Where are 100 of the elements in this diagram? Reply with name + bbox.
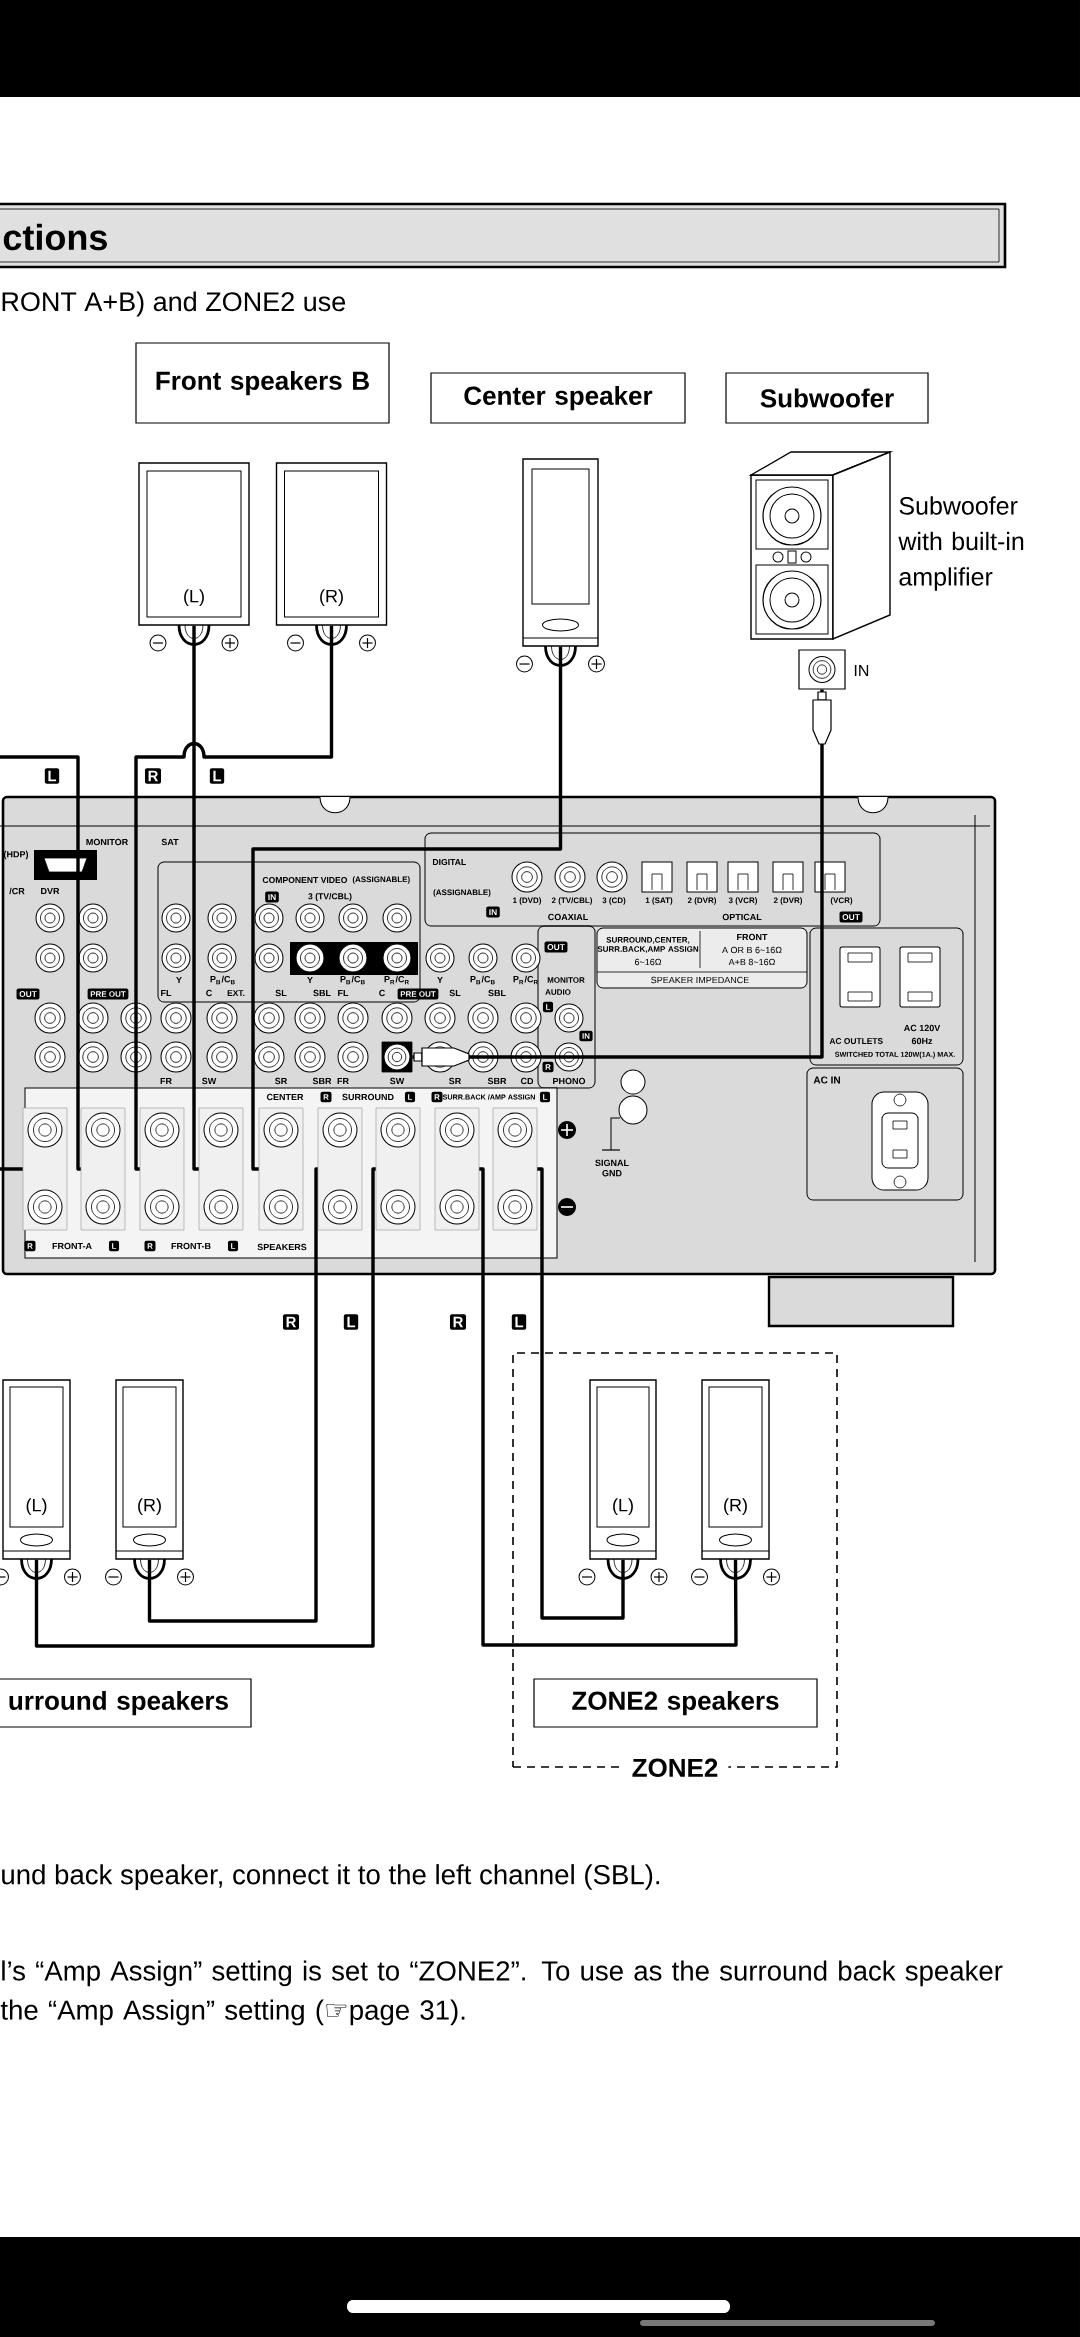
heading-box: urround speakers — [0, 1678, 252, 1728]
jack-label: IN — [854, 665, 869, 676]
panel-label: P$_{B}$/C$_{B}$ — [210, 975, 235, 985]
panel-label: SR — [275, 1077, 288, 1085]
panel-label: SPEAKER IMPEDANCE — [651, 976, 749, 984]
speaker-terminal — [375, 1107, 421, 1231]
channel-badge: R — [431, 1091, 443, 1103]
note-text: und back speaker, connect it to the left channel (SBL). — [2, 1864, 660, 1890]
channel-badge: R — [283, 1314, 299, 1330]
panel-label: EXT. — [227, 990, 245, 996]
panel-label: SAT — [161, 838, 179, 846]
channel-badge: L — [539, 1091, 551, 1103]
panel-label: COMPONENT VIDEO — [262, 877, 348, 884]
panel-label: FL — [338, 989, 349, 997]
panel-label: (ASSIGNABLE) — [433, 889, 491, 897]
speaker-terminal — [258, 1107, 304, 1231]
channel-badge: L — [511, 1314, 527, 1330]
panel-label: /CR — [9, 887, 25, 895]
panel-badge: PRE OUT — [87, 988, 129, 1000]
channel-badge: L — [542, 1001, 554, 1013]
panel-label: (HDP) — [3, 850, 29, 860]
channel-badge: L — [343, 1314, 359, 1330]
panel-label: Y — [437, 976, 443, 984]
panel-label: 1 (SAT) — [645, 897, 673, 905]
channel-badge: L — [209, 768, 225, 784]
panel-badge: OUT — [839, 911, 863, 923]
panel-label: SBL — [313, 989, 331, 997]
subwoofer-jack — [381, 1041, 413, 1073]
panel-label: P$_{R}$/C$_{R}$ — [513, 975, 538, 985]
speaker-cable — [0, 1167, 23, 1171]
caption-text: Subwoofer with built-in amplifier — [898, 496, 1024, 591]
speaker-terminal — [22, 1107, 68, 1231]
speaker-cable — [536, 1167, 625, 1620]
channel-badge: R — [450, 1314, 466, 1330]
intro-text: RONT A+B) and ZONE2 use — [2, 291, 346, 317]
speaker-cable — [0, 755, 82, 1171]
panel-label: SW — [390, 1077, 405, 1085]
heading-box: Front speakers B — [135, 342, 390, 424]
panel-label: FRONT-B — [171, 1242, 211, 1250]
panel-label: FR — [337, 1077, 349, 1085]
panel-label: FR — [160, 1077, 172, 1085]
panel-label: DIGITAL — [432, 859, 466, 866]
panel-label: 2 (DVR) — [773, 897, 803, 905]
speaker-terminal — [317, 1107, 363, 1231]
speaker: (L) — [2, 1379, 71, 1560]
panel-label: 3 (CD) — [602, 897, 626, 905]
panel-label: P$_{B}$/C$_{B}$ — [470, 975, 495, 985]
note-text: l’s “Amp Assign” setting is set to “ZONE2”. To use as the surround back speaker the “Amp Assign” setting (☞page 31). — [0, 1960, 1003, 2026]
speaker-terminal — [198, 1107, 244, 1231]
panel-label: CD — [520, 1077, 534, 1085]
panel-label: SPEAKERS — [257, 1243, 307, 1251]
panel-label: AUDIO — [545, 989, 571, 995]
channel-badge: R — [24, 1240, 36, 1252]
speaker-cable — [192, 625, 200, 1171]
speaker-cable — [134, 625, 334, 1171]
panel-label: (VCR) — [830, 897, 853, 905]
panel-label: (ASSIGNABLE) — [352, 876, 410, 884]
panel-label: SL — [275, 989, 287, 997]
heading-box: Subwoofer — [725, 372, 929, 424]
panel-label: Y — [176, 976, 182, 984]
panel-label: AC OUTLETS — [829, 1038, 883, 1044]
panel-label: PHONO — [553, 1077, 586, 1085]
title-banner: ctions — [0, 202, 1007, 269]
panel-label: P$_{R}$/C$_{R}$ — [384, 975, 409, 985]
channel-badge: R — [320, 1091, 332, 1103]
speaker-cable — [477, 1167, 738, 1647]
heading-box: ZONE2 speakers — [533, 1678, 818, 1728]
panel-label: A+B 8~16Ω — [728, 958, 775, 966]
channel-badge: R — [144, 1240, 156, 1252]
speaker-terminal — [139, 1107, 185, 1231]
panel-label: 60Hz — [911, 1037, 933, 1045]
speaker-cable — [34, 1167, 378, 1648]
channel-badge: L — [227, 1240, 239, 1252]
panel-label: 2 (TV/CBL) — [551, 897, 593, 905]
channel-badge: L — [44, 768, 60, 784]
panel-badge: OUT — [16, 988, 40, 1000]
speaker: (R) — [701, 1379, 770, 1560]
panel-label: FRONT — [737, 933, 768, 941]
panel-label: SBR — [487, 1077, 507, 1085]
speaker: (R) — [115, 1379, 184, 1560]
panel-label: MONITOR — [547, 977, 585, 983]
panel-label: 6~16Ω — [634, 958, 662, 966]
panel-badge: IN — [486, 906, 500, 918]
panel-label: SBL — [488, 989, 506, 997]
speaker-cable — [147, 1167, 320, 1623]
panel-label: SBR — [312, 1077, 332, 1085]
speaker: (L) — [138, 462, 250, 626]
speaker-terminal — [80, 1107, 126, 1231]
heading-box: Center speaker — [430, 372, 686, 424]
speaker: (L) — [589, 1379, 657, 1560]
panel-label: COAXIAL — [548, 913, 588, 921]
panel-label: P$_{B}$/C$_{B}$ — [340, 975, 365, 985]
panel-label: FL — [161, 989, 172, 997]
channel-badge: R — [542, 1061, 554, 1073]
panel-label: C — [379, 989, 385, 997]
panel-label: CENTER — [266, 1093, 304, 1101]
panel-badge: IN — [265, 891, 279, 903]
panel-label: SURROUND — [342, 1093, 394, 1101]
panel-label: C — [206, 989, 212, 997]
panel-label: SURROUND,CENTER, SURR.BACK,AMP ASSIGN — [597, 937, 699, 953]
